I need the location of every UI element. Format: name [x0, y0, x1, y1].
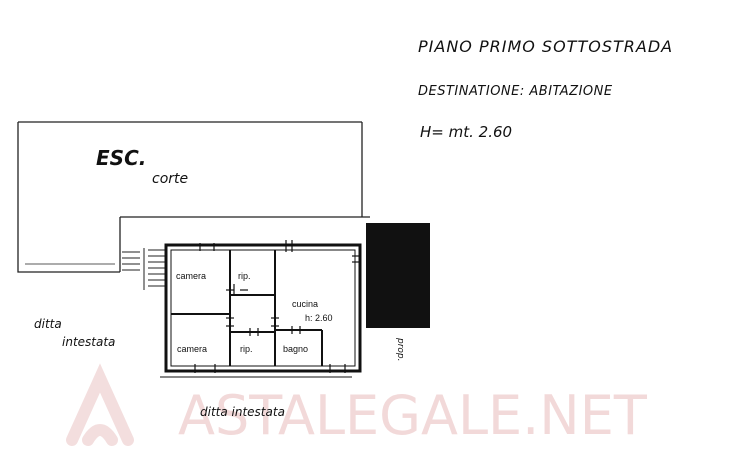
- watermark: ASTALEGALE.NET: [66, 363, 648, 447]
- courtyard-outline: [17, 121, 370, 273]
- room-label-kitchen-height: h: 2.60: [305, 313, 333, 323]
- door-marks: [194, 240, 360, 373]
- esc-label: ESC.: [96, 146, 146, 170]
- left-owner-line2: intestata: [62, 335, 115, 349]
- room-label-bedroom-bottom: camera: [177, 344, 207, 354]
- apartment-walls: [160, 243, 362, 378]
- courtyard-label: corte: [152, 171, 188, 187]
- room-label-kitchen: cucina: [292, 299, 318, 309]
- side-note: prop.: [395, 337, 405, 362]
- watermark-logo-icon: [66, 363, 134, 446]
- redaction-block: [366, 223, 430, 328]
- bottom-owner: ditta intestata: [200, 405, 285, 419]
- left-owner-line1: ditta: [34, 317, 62, 331]
- height-label: H= mt. 2.60: [420, 123, 512, 141]
- room-label-bathroom: bagno: [283, 344, 308, 354]
- floor-title: PIANO PRIMO SOTTOSTRADA: [418, 37, 673, 56]
- room-label-storage-top: rip.: [238, 271, 251, 281]
- room-label-storage-bottom: rip.: [240, 344, 253, 354]
- stairs: [122, 248, 166, 290]
- destination-label: DESTINATIONE: ABITAZIONE: [418, 84, 613, 99]
- watermark-text: ASTALEGALE.NET: [178, 384, 648, 447]
- room-label-bedroom-top: camera: [176, 271, 206, 281]
